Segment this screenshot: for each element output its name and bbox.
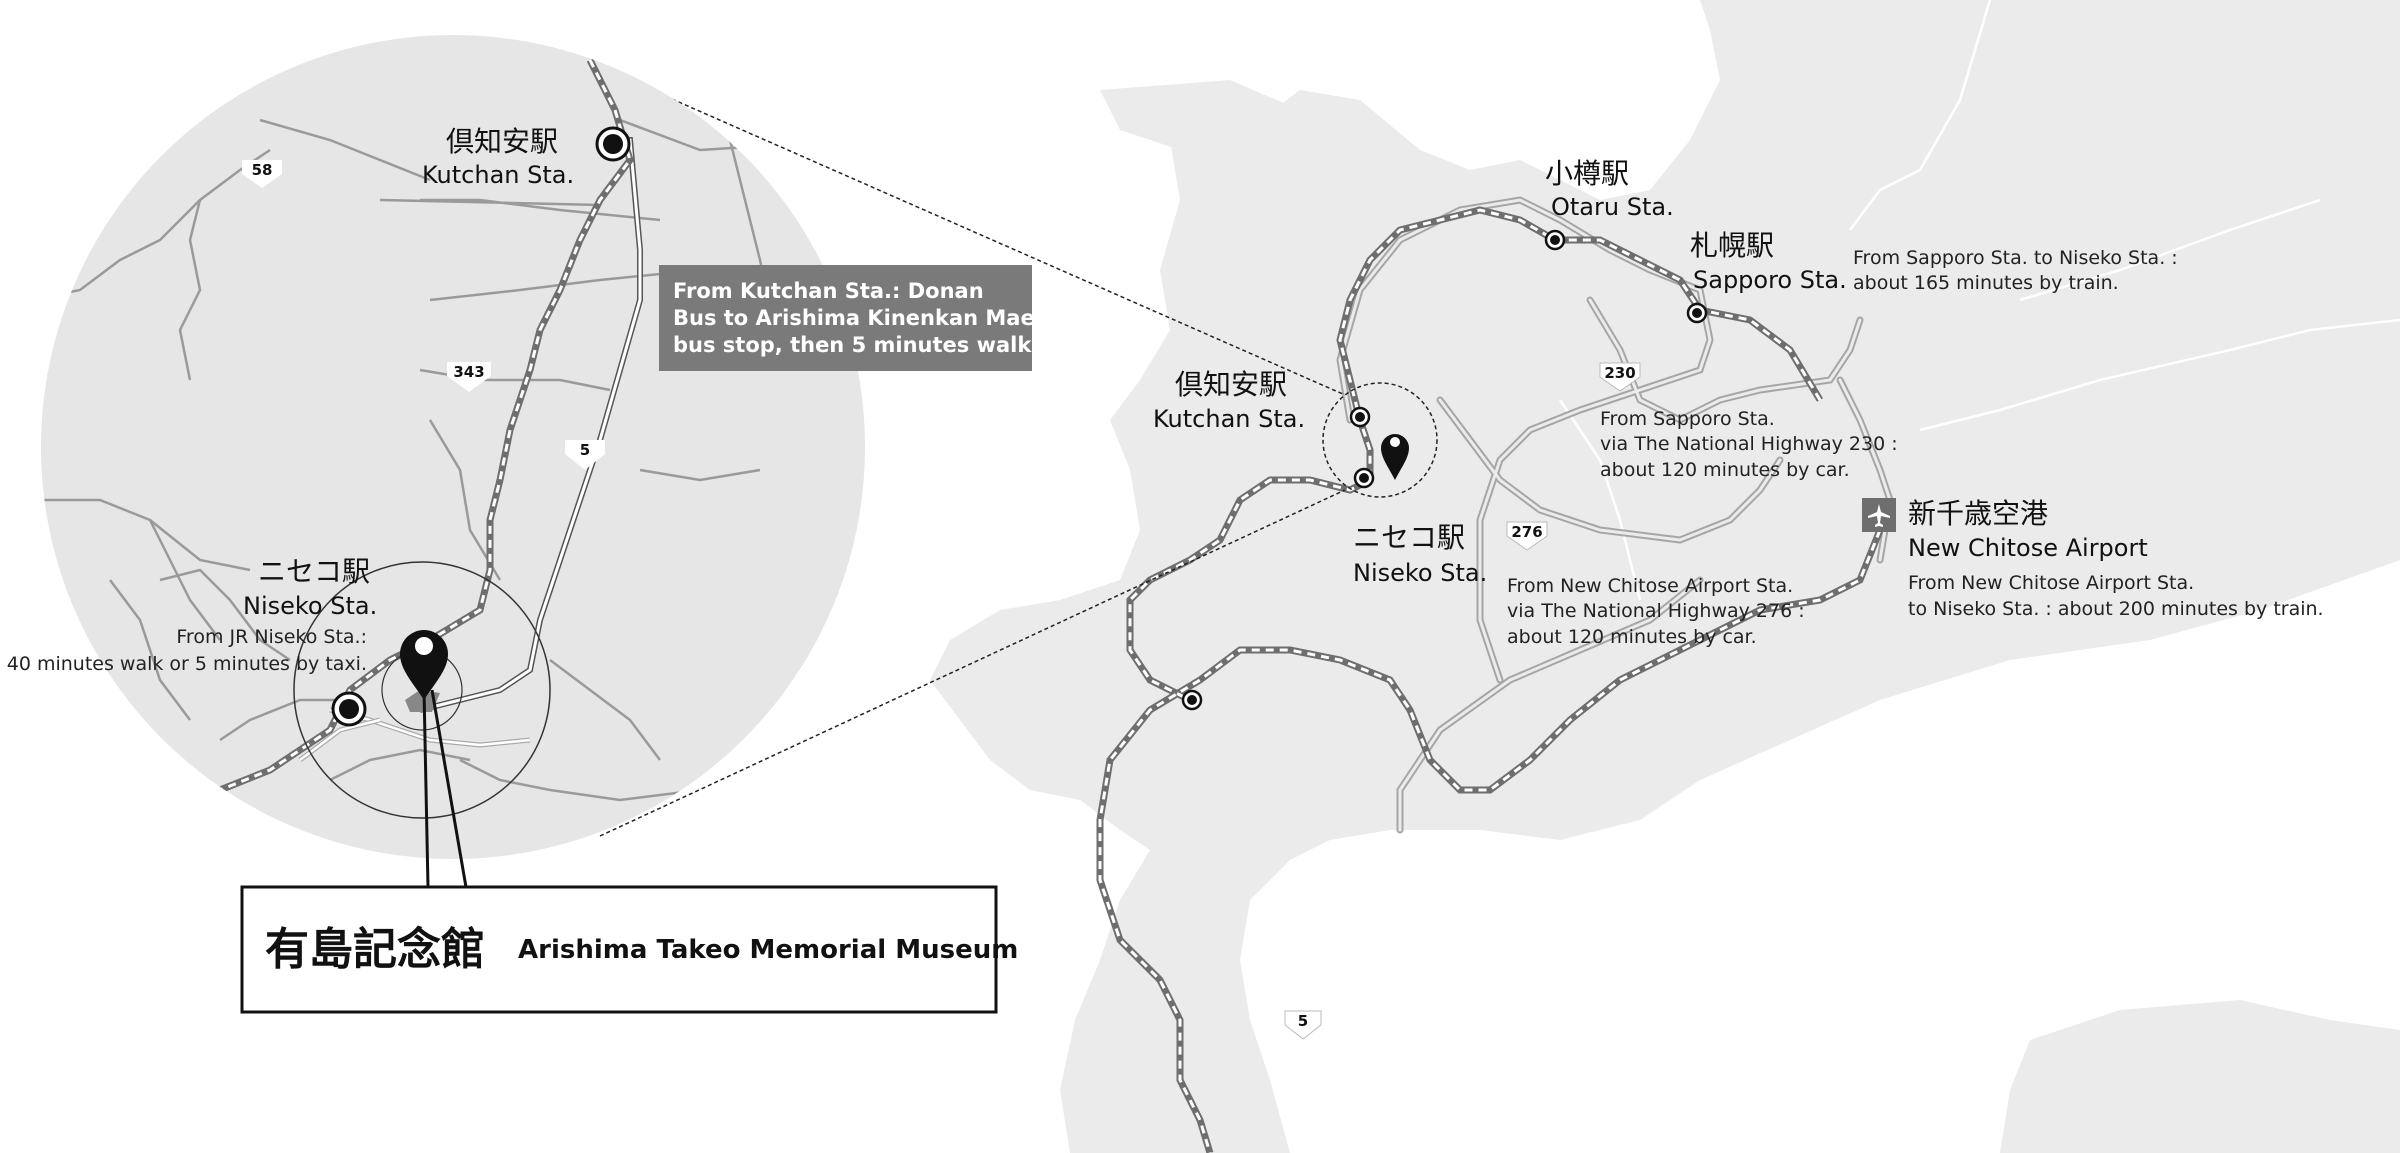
svg-text:via The National Highway 276: via The National Highway 276 : bbox=[1507, 600, 1805, 622]
svg-text:58: 58 bbox=[252, 161, 273, 179]
svg-text:From JR Niseko Sta.:: From JR Niseko Sta.: bbox=[176, 626, 367, 648]
note-airport-train: From New Chitose Airport Sta. to Niseko … bbox=[1908, 572, 2324, 620]
svg-text:about 120 minutes by car.: about 120 minutes by car. bbox=[1507, 626, 1757, 648]
inset-niseko-label-en: Niseko Sta. bbox=[243, 592, 377, 620]
svg-text:From Sapporo Sta.: From Sapporo Sta. bbox=[1600, 408, 1775, 430]
note-airport-car: From New Chitose Airport Sta. via The Na… bbox=[1507, 575, 1805, 648]
overview-station-dots bbox=[1181, 229, 1708, 711]
museum-name-box: 有島記念館 Arishima Takeo Memorial Museum bbox=[240, 885, 1018, 1014]
land-lower-right bbox=[2000, 1000, 2400, 1153]
route-shield-276: 276 bbox=[1506, 521, 1548, 551]
museum-name-en: Arishima Takeo Memorial Museum bbox=[518, 935, 1018, 965]
inset-circle bbox=[41, 35, 865, 859]
overview-map: 230 276 5 小樽駅 Otaru Sta. 札幌駅 Sapporo Sta… bbox=[930, 0, 2400, 1153]
svg-text:From New Chitose Airport Sta.: From New Chitose Airport Sta. bbox=[1908, 572, 2194, 594]
svg-text:40 minutes walk or 5 minutes b: 40 minutes walk or 5 minutes by taxi. bbox=[7, 653, 367, 675]
inset-map: 58 343 5 From Kutchan Sta.: Donan Bus to… bbox=[7, 35, 1039, 859]
svg-text:343: 343 bbox=[453, 363, 484, 381]
svg-text:5: 5 bbox=[580, 441, 590, 459]
route-shield-58: 58 bbox=[242, 160, 282, 188]
overview-route-shields: 230 276 5 bbox=[1284, 362, 1641, 1040]
sapporo-station-label-en: Sapporo Sta. bbox=[1693, 266, 1847, 294]
route-shield-343: 343 bbox=[447, 362, 491, 392]
river-lines bbox=[1558, 0, 2400, 601]
svg-text:about 120 minutes by car.: about 120 minutes by car. bbox=[1600, 459, 1850, 481]
note-sapporo-train: From Sapporo Sta. to Niseko Sta. : about… bbox=[1853, 247, 2178, 294]
svg-text:via The National Highway 230 :: via The National Highway 230 : bbox=[1600, 433, 1898, 455]
walking-radius-outer bbox=[293, 561, 551, 819]
sapporo-station-label-jp: 札幌駅 bbox=[1690, 229, 1774, 262]
kutchan-station-label-en: Kutchan Sta. bbox=[1153, 405, 1305, 433]
kutchan-station-label-jp: 倶知安駅 bbox=[1175, 368, 1287, 401]
svg-text:Bus to Arishima Kinenkan Mae: Bus to Arishima Kinenkan Mae bbox=[673, 306, 1035, 330]
airplane-icon bbox=[1862, 498, 1896, 532]
svg-text:to Niseko Sta. : about 200 min: to Niseko Sta. : about 200 minutes by tr… bbox=[1908, 598, 2324, 620]
otaru-station-label-jp: 小樽駅 bbox=[1545, 157, 1629, 190]
note-sapporo-car: From Sapporo Sta. via The National Highw… bbox=[1600, 408, 1898, 481]
inset-niseko-station-dot bbox=[331, 691, 367, 727]
svg-text:about 165 minutes by train.: about 165 minutes by train. bbox=[1853, 272, 2119, 294]
route-shield-5-inset: 5 bbox=[565, 440, 605, 470]
inset-kutchan-label-jp: 倶知安駅 bbox=[446, 125, 558, 158]
route-shield-5: 5 bbox=[1284, 1010, 1322, 1040]
otaru-station-label-en: Otaru Sta. bbox=[1551, 193, 1674, 221]
inset-roads bbox=[41, 118, 861, 802]
svg-text:From Sapporo Sta. to Niseko St: From Sapporo Sta. to Niseko Sta. : bbox=[1853, 247, 2178, 269]
museum-name-jp: 有島記念館 bbox=[265, 924, 485, 975]
land-islet bbox=[1100, 80, 1300, 150]
airport-label-jp: 新千歳空港 bbox=[1908, 497, 2048, 530]
inset-kutchan-label-en: Kutchan Sta. bbox=[422, 161, 574, 189]
svg-text:bus stop, then 5 minutes walk.: bus stop, then 5 minutes walk. bbox=[673, 333, 1039, 357]
bus-callout-box: From Kutchan Sta.: Donan Bus to Arishima… bbox=[659, 265, 1039, 371]
inset-niseko-label-jp: ニセコ駅 bbox=[258, 555, 370, 588]
museum-pin-large-icon bbox=[400, 630, 448, 700]
museum-leader-lines bbox=[422, 689, 468, 888]
inset-kutchan-station-dot bbox=[595, 126, 631, 162]
museum-pin-icon bbox=[1381, 434, 1409, 480]
svg-text:5: 5 bbox=[1298, 1012, 1308, 1030]
niseko-station-label-jp: ニセコ駅 bbox=[1353, 521, 1465, 554]
zoom-area-circle bbox=[1322, 382, 1438, 498]
route-shield-230: 230 bbox=[1599, 362, 1641, 392]
hokkaido-land bbox=[930, 0, 2400, 1153]
inset-niseko-note: From JR Niseko Sta.: 40 minutes walk or … bbox=[7, 626, 367, 675]
zoom-connector-lines bbox=[599, 84, 1346, 837]
museum-grounds bbox=[405, 690, 440, 712]
svg-text:230: 230 bbox=[1604, 364, 1635, 382]
svg-text:From Kutchan Sta.: Donan: From Kutchan Sta.: Donan bbox=[673, 279, 984, 303]
airport-label-en: New Chitose Airport bbox=[1908, 534, 2148, 562]
svg-text:From New Chitose Airport Sta.: From New Chitose Airport Sta. bbox=[1507, 575, 1793, 597]
svg-text:276: 276 bbox=[1511, 523, 1542, 541]
niseko-station-label-en: Niseko Sta. bbox=[1353, 559, 1487, 587]
